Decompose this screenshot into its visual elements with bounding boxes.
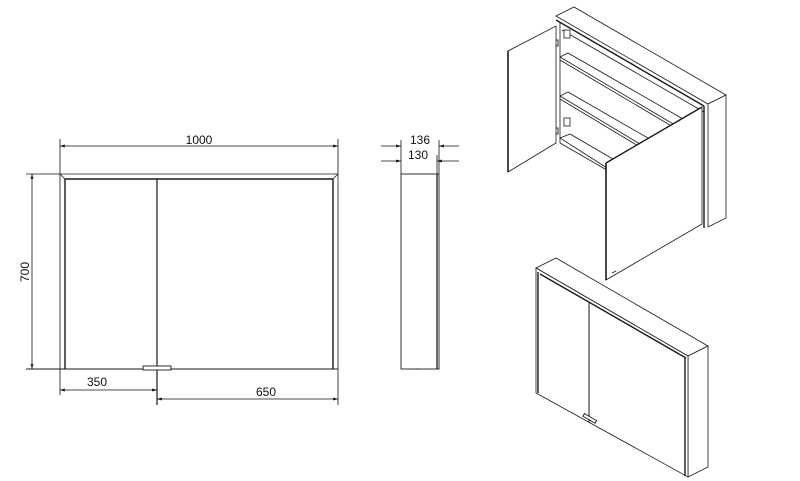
- dimension-right-door: [157, 369, 339, 405]
- iso-open-view: [507, 6, 727, 281]
- side-view: [400, 173, 440, 370]
- width-label: 1000: [186, 133, 213, 147]
- outer-depth-label: 136: [410, 133, 430, 147]
- right-door-label: 650: [256, 385, 276, 399]
- dimension-height: [26, 173, 60, 369]
- iso-closed-view: [535, 257, 709, 478]
- left-door-label: 350: [87, 375, 107, 389]
- inner-depth-label: 130: [408, 148, 428, 162]
- dimension-width: [59, 139, 339, 174]
- dimension-depth: [381, 140, 459, 174]
- height-label: 700: [18, 262, 32, 282]
- dimension-left-door: [59, 369, 157, 395]
- front-view: [26, 173, 339, 405]
